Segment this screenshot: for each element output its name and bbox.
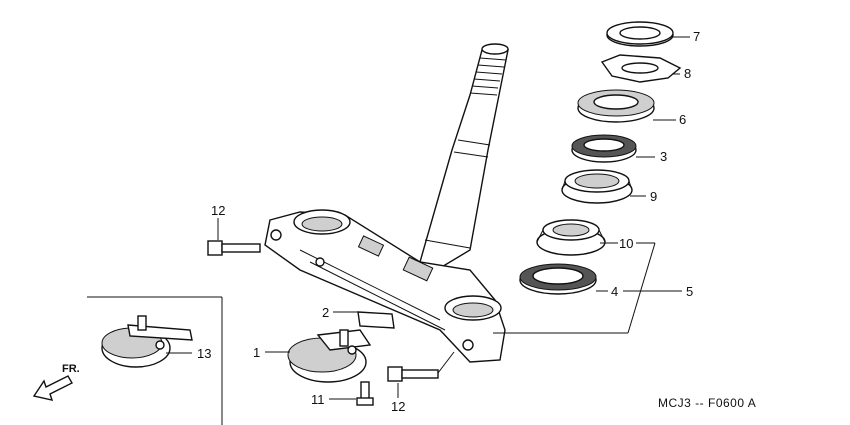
callout-5: 5 <box>686 284 693 299</box>
callout-12-upper: 12 <box>211 203 225 218</box>
leader-lines <box>166 36 690 400</box>
callout-8: 8 <box>684 66 691 81</box>
steering-stem-shaft <box>419 43 509 269</box>
callout-6: 6 <box>679 112 686 127</box>
part-upper-bearing <box>561 169 633 204</box>
part-bolt-12-lower <box>387 366 439 382</box>
callout-1: 1 <box>253 345 260 360</box>
callout-11: 11 <box>311 392 325 407</box>
part-horn-inset <box>101 315 193 368</box>
front-direction-label: FR. <box>62 363 80 375</box>
callout-2: 2 <box>322 305 329 320</box>
callout-4: 4 <box>611 284 618 299</box>
part-lock-washer <box>600 54 682 83</box>
callout-12-lower: 12 <box>391 399 405 414</box>
part-bolt-12-upper <box>207 240 261 256</box>
part-adjusting-nut <box>577 89 655 123</box>
callout-13: 13 <box>197 346 211 361</box>
callout-10: 10 <box>619 236 633 251</box>
diagram-code: MCJ3 -- F0600 A <box>658 396 756 410</box>
part-dust-seal <box>571 134 637 163</box>
part-horn <box>287 329 372 383</box>
callout-7: 7 <box>693 29 700 44</box>
part-horn-bracket <box>357 311 395 329</box>
inset-frame <box>87 296 223 425</box>
part-lower-bearing <box>536 219 606 256</box>
part-lock-nut <box>606 21 674 47</box>
callout-9: 9 <box>650 189 657 204</box>
lower-triple-clamp <box>264 209 506 363</box>
part-bolt-11 <box>356 381 374 406</box>
front-direction-arrow-icon: FR. <box>32 363 80 401</box>
part-lower-dust-seal <box>519 263 597 295</box>
callout-3: 3 <box>660 149 667 164</box>
